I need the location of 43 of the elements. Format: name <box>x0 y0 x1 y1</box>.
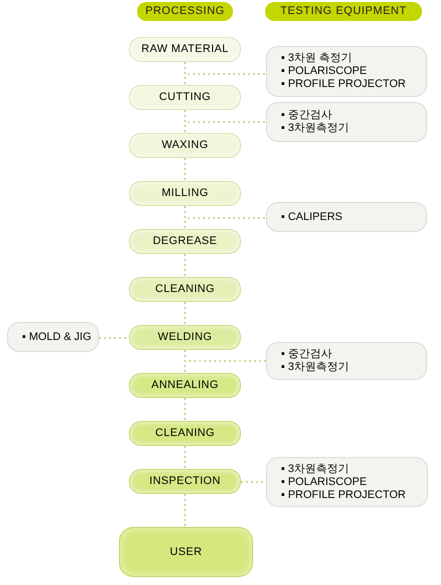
dotted-connector <box>184 206 266 219</box>
dotted-connector <box>184 158 186 181</box>
dotted-connector <box>184 398 186 421</box>
equipment-box <box>266 342 427 380</box>
equipment-box <box>266 457 428 507</box>
dotted-connector <box>184 446 186 469</box>
dotted-connector <box>184 350 266 362</box>
column-header: TESTING EQUIPMENT <box>265 2 422 21</box>
dotted-connector <box>184 302 186 325</box>
process-step: DEGREASE <box>129 229 241 254</box>
list-item: ▪ 3차원측정기 <box>281 462 350 476</box>
process-step: ANNEALING <box>129 373 241 398</box>
list-item: ▪ MOLD & JIG <box>22 330 92 344</box>
equipment-box <box>266 102 427 142</box>
process-step: MILLING <box>129 181 241 206</box>
process-step: WELDING <box>129 325 241 350</box>
equipment-box <box>266 202 427 232</box>
column-header: PROCESSING <box>137 2 233 21</box>
process-step: RAW MATERIAL <box>129 37 241 62</box>
dotted-connector <box>99 337 129 339</box>
list-item: ▪ 3차원측정기 <box>281 361 350 374</box>
list-item: ▪ PROFILE PROJECTOR <box>281 78 406 91</box>
list-item: ▪ 중간검사 <box>281 109 332 122</box>
process-step: CLEANING <box>129 421 241 446</box>
list-item: ▪ 3차원 측정기 <box>281 52 352 65</box>
list-item: ▪ PROFILE PROJECTOR <box>281 488 406 502</box>
dotted-connector <box>184 110 266 123</box>
list-item: ▪ POLARISCOPE <box>281 65 367 78</box>
process-step: CLEANING <box>129 277 241 302</box>
list-item: ▪ 중간검사 <box>281 348 332 361</box>
list-item: ▪ 3차원측정기 <box>281 122 350 135</box>
process-step: INSPECTION <box>129 469 241 494</box>
process-step: USER <box>119 527 253 577</box>
process-step: CUTTING <box>129 85 241 110</box>
dotted-connector <box>184 62 266 75</box>
process-step: WAXING <box>129 133 241 158</box>
equipment-box <box>266 46 427 97</box>
list-item: ▪ POLARISCOPE <box>281 476 367 488</box>
dotted-connector <box>184 254 186 277</box>
dotted-connector <box>184 494 186 527</box>
list-item: ▪ CALIPERS <box>281 210 342 224</box>
dotted-connector <box>241 481 266 483</box>
equipment-box <box>7 322 99 352</box>
